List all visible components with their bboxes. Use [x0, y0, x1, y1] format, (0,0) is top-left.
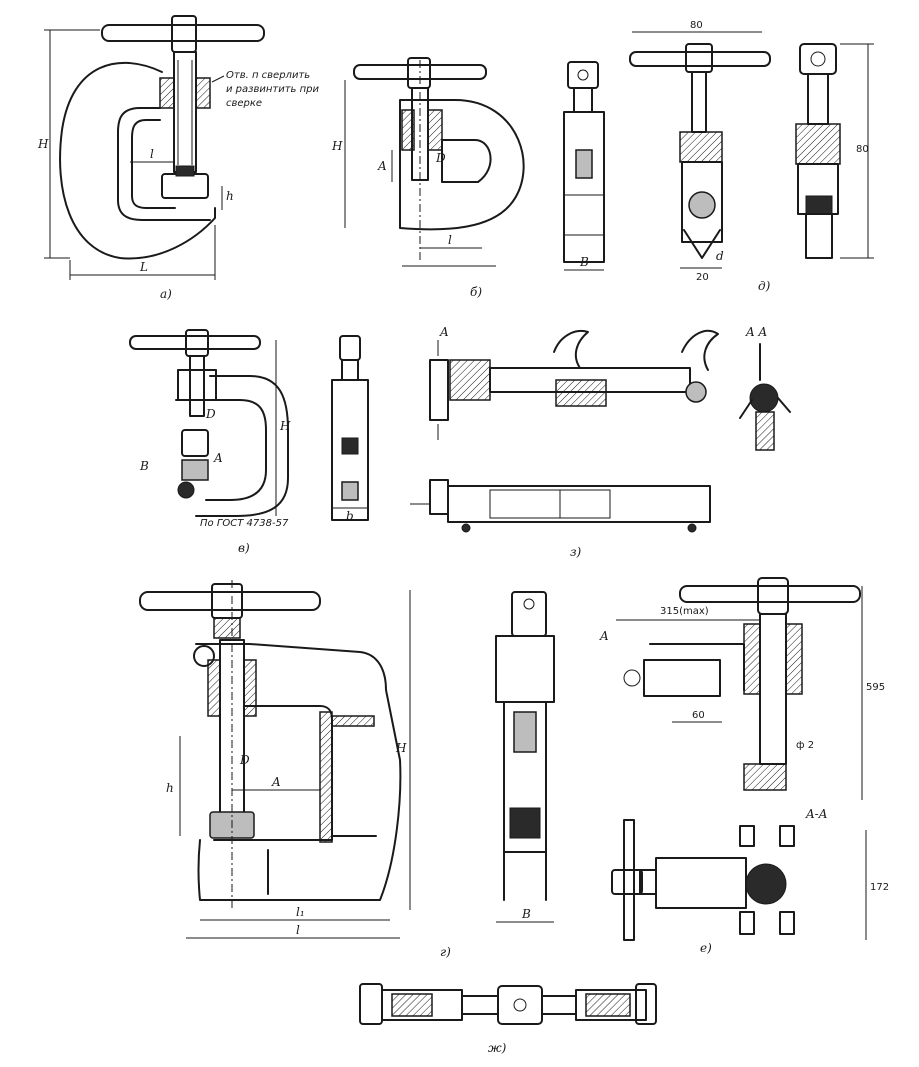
clamp-frame — [195, 643, 402, 901]
bar-body-lower — [447, 485, 711, 523]
side-view-jaw — [805, 213, 833, 259]
clamp-arm-block — [643, 659, 721, 697]
fig-g-dim-H: H — [395, 741, 407, 755]
fig-g-dim-l1: l₁ — [296, 905, 305, 919]
t-handle-bar — [101, 24, 265, 42]
fig-e-dim-lower: 172 — [870, 882, 889, 893]
fig-e-caption: е) — [700, 941, 712, 955]
fig-v-standard: По ГОСТ 4738-57 — [200, 518, 289, 529]
fig-v-caption: в) — [238, 541, 250, 555]
t-handle-hub — [171, 15, 197, 53]
fig-a-dim-h: h — [226, 189, 234, 203]
clamp-screw — [189, 355, 205, 417]
section-round-bar — [745, 863, 787, 905]
fig-d-dim-height: 80 — [856, 144, 869, 155]
fig-a-note-line-3: сверке — [226, 98, 262, 109]
fig-e-dim-reach: 315(max) — [660, 606, 709, 617]
fig-d-caption: д) — [758, 279, 771, 293]
clamp-screw — [691, 71, 707, 133]
clamp-upper-block — [679, 131, 723, 163]
clamp-screw — [173, 51, 197, 173]
side-view-body — [331, 379, 369, 521]
fig-zh-caption: ж) — [488, 1041, 507, 1055]
fig-a-dim-H: H — [37, 137, 49, 151]
side-view-body — [503, 701, 547, 853]
fig-z-section-label-top: A — [439, 325, 449, 339]
figure-d-clamp: 80 20 d 80 д) — [629, 20, 874, 293]
figure-a-clamp: H l L h Отв. п сверлить и развинтить при… — [37, 15, 320, 301]
side-view-head — [567, 61, 599, 89]
figure-g-clamp: H h D A l₁ l B г) — [139, 580, 555, 959]
t-handle-bar — [139, 591, 321, 611]
fig-a-caption: а) — [160, 287, 172, 301]
fig-d-dim-bottom: 20 — [696, 272, 709, 283]
clamp-c-frame — [175, 399, 267, 501]
fig-b-dim-A: A — [377, 159, 387, 173]
clamp-nut-right — [195, 77, 211, 109]
fig-a-dim-l: l — [150, 147, 154, 161]
figure-b-clamp: H A D l B б) — [331, 57, 605, 299]
fig-g-dim-h: h — [166, 781, 174, 795]
fig-g-caption: г) — [440, 945, 451, 959]
fig-g-dim-D: D — [239, 753, 250, 767]
hook-jaw-1 — [553, 330, 589, 369]
t-handle-bar — [129, 335, 261, 350]
fig-b-dim-B: B — [579, 255, 589, 269]
fig-z-caption: з) — [570, 545, 582, 559]
figure-zh-clamp: ж) — [359, 983, 657, 1055]
fig-b-caption: б) — [470, 285, 482, 299]
fig-b-dim-D: D — [435, 151, 446, 165]
fig-g-dim-B: B — [521, 907, 531, 921]
fig-a-note-line-1: Отв. п сверлить — [226, 70, 310, 81]
fig-e-section-view: A-A — [805, 807, 828, 821]
bar-end-left — [359, 983, 383, 1025]
fig-a-note-line-2: и развинтить при — [226, 84, 320, 95]
t-handle-bar — [679, 585, 861, 603]
section-body — [655, 857, 747, 909]
bar-center-nut — [497, 985, 543, 1025]
clamp-ball — [688, 191, 716, 219]
fig-e-dim-height: 595 — [866, 682, 885, 693]
fig-g-dim-l: l — [296, 923, 300, 937]
clamp-screw — [759, 613, 787, 765]
fig-v-dim-H: H — [279, 419, 291, 433]
clamp-frame-channel — [117, 107, 211, 221]
clamp-frame-outline — [59, 61, 216, 260]
t-handle-bar — [629, 51, 771, 67]
fig-v-dim-B: B — [139, 459, 149, 473]
bar-end-right — [635, 983, 657, 1025]
fig-b-dim-H: H — [331, 139, 343, 153]
clamp-arm — [649, 643, 745, 691]
figure-v-clamp: H B D A По ГОСТ 4738-57 b в) — [129, 329, 369, 555]
bar-end-cap — [429, 359, 449, 421]
fig-v-dim-D: D — [205, 407, 216, 421]
fig-a-dim-L: L — [139, 260, 148, 274]
fig-d-dim-top: 80 — [690, 20, 703, 31]
hook-jaw-2 — [681, 329, 719, 371]
fig-d-dim-d: d — [716, 249, 724, 263]
figure-z-clamp: A A A з) — [410, 325, 791, 559]
side-view-body — [563, 111, 605, 263]
fig-e-dim-offset: 60 — [692, 710, 705, 721]
side-view-head — [495, 635, 555, 703]
clamp-screw-head — [177, 481, 195, 499]
fig-v-dim-A: A — [213, 451, 223, 465]
fig-b-dim-l: l — [448, 233, 452, 247]
fig-g-dim-A: A — [271, 775, 281, 789]
fig-v-dim-b: b — [346, 509, 354, 523]
clamp-nut-left — [159, 77, 175, 109]
fig-z-section-view: A A — [745, 325, 767, 339]
figure-e-clamp: 315(max) A 60 ф 2 595 A-A 172 е) — [599, 577, 889, 955]
fig-e-section-label: A — [599, 629, 609, 643]
fig-e-dim-dia: ф 2 — [796, 740, 814, 751]
bar-threaded-right — [575, 989, 647, 1021]
section-gear — [749, 383, 779, 413]
swivel-pad — [161, 173, 209, 199]
clamp-body-round — [399, 99, 525, 231]
